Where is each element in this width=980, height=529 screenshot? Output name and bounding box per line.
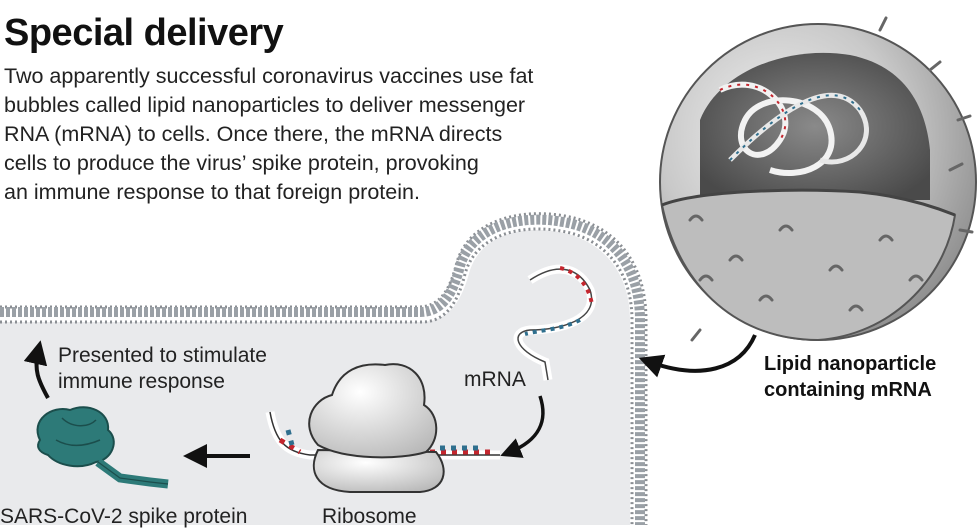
label-ribosome: Ribosome (322, 505, 417, 528)
label-presented-line2: immune response (58, 370, 225, 393)
label-lipid-nanoparticle-line2: containing mRNA (764, 379, 932, 401)
figure-title: Special delivery (4, 12, 284, 54)
description-line-5: an immune response to that foreign prote… (4, 180, 420, 204)
ribosome-mrna (265, 411, 500, 460)
label-presented-line1: Presented to stimulate (58, 344, 267, 367)
description-line-4: cells to produce the virus’ spike protei… (4, 151, 479, 175)
arrow-into-cell (638, 334, 757, 378)
description-line-2: bubbles called lipid nanoparticles to de… (4, 93, 526, 117)
label-spike-protein: SARS-CoV-2 spike protein (0, 505, 248, 528)
arrow-to-presented (23, 340, 50, 399)
cell-membrane-heads (0, 214, 645, 525)
spike-protein (36, 406, 169, 489)
arrow-to-ribosome (500, 395, 545, 458)
ribosome (308, 363, 445, 493)
lipid-nanoparticle (659, 16, 977, 342)
description-line-1: Two apparently successful coronavirus va… (4, 64, 534, 88)
description-line-3: RNA (mRNA) to cells. Once there, the mRN… (4, 122, 503, 146)
label-lipid-nanoparticle-line1: Lipid nanoparticle (764, 353, 937, 375)
label-mrna: mRNA (464, 368, 526, 391)
mrna-strand (513, 264, 597, 381)
figure-description: Two apparently successful coronavirus va… (4, 62, 604, 207)
cell-membrane-inner (0, 227, 634, 525)
cell-membrane-outer (0, 212, 648, 525)
